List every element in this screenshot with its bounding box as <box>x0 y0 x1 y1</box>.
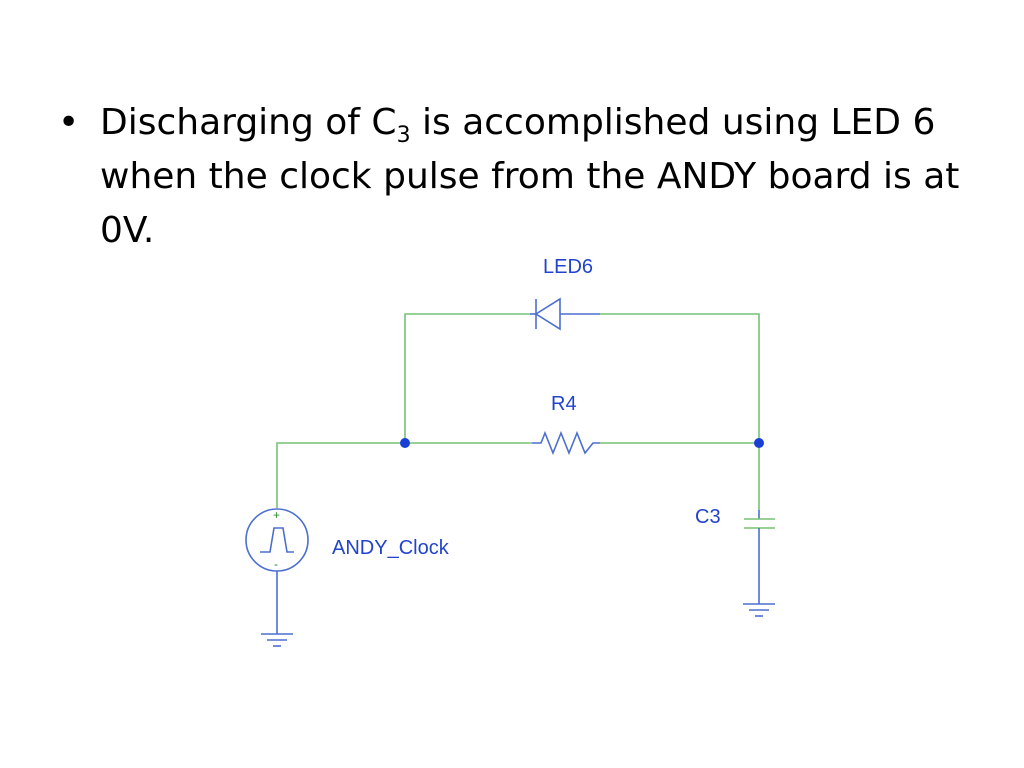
source-plus-sign: + <box>273 508 280 522</box>
bullet-text-end: is accomplished using LED 6 when the clo… <box>100 102 960 251</box>
capacitor-subscript: 3 <box>396 123 411 149</box>
wire-led-left <box>404 313 530 443</box>
junction-node-left <box>400 438 410 448</box>
led6-diode <box>530 297 600 331</box>
led6-label: LED6 <box>543 256 593 278</box>
c3-capacitor <box>744 510 775 604</box>
source-minus-sign: - <box>274 557 278 571</box>
junction-node-right <box>754 438 764 448</box>
ground-icon <box>261 633 293 647</box>
wires <box>276 313 760 510</box>
wire-led-right <box>600 313 760 443</box>
andy-clock-label: ANDY_Clock <box>332 537 450 559</box>
c3-label: C3 <box>695 506 721 528</box>
bullet-dot: • <box>58 102 80 143</box>
pulse-source-icon <box>245 508 309 634</box>
wire-source-top <box>276 442 532 508</box>
r4-label: R4 <box>551 393 577 415</box>
r4-resistor <box>532 430 600 456</box>
bullet-text-start: Discharging of C <box>100 102 397 143</box>
ground-icon <box>743 603 775 617</box>
bullet-paragraph: • Discharging of C3 is accomplished usin… <box>58 96 1000 258</box>
